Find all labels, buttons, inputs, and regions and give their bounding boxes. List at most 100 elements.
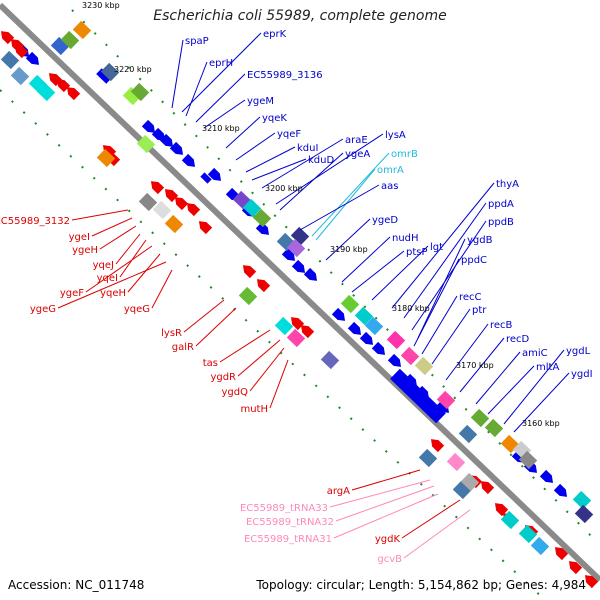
forward-gene-label: ygeD bbox=[372, 215, 398, 226]
gene-shape bbox=[290, 317, 305, 331]
gene-shape bbox=[56, 79, 71, 93]
feature-box bbox=[354, 306, 374, 326]
gene-shape bbox=[255, 221, 270, 235]
gene-arrow bbox=[494, 503, 509, 517]
feature-box bbox=[518, 450, 538, 470]
forward-gene-label: kduI bbox=[297, 143, 318, 154]
gene-shape bbox=[347, 321, 362, 335]
leader-line bbox=[127, 253, 161, 293]
gene-shape bbox=[568, 561, 583, 575]
gene-arrow bbox=[480, 481, 495, 495]
leader-line bbox=[171, 39, 184, 109]
feature-shape bbox=[414, 356, 434, 376]
leader-line bbox=[251, 158, 307, 181]
tick-label: 3180 kbp bbox=[392, 304, 430, 313]
leader-line bbox=[351, 469, 421, 491]
reverse-gene-label: ygeI bbox=[69, 232, 90, 243]
leader-line bbox=[183, 299, 225, 333]
gene-shape bbox=[554, 547, 569, 561]
forward-gene-label: ygdL bbox=[566, 346, 591, 357]
leader-line bbox=[403, 202, 487, 319]
feature-box bbox=[0, 50, 20, 70]
feature-shape bbox=[354, 306, 374, 326]
gene-shape bbox=[480, 481, 495, 495]
forward-gene-label: ppdA bbox=[488, 199, 514, 210]
gene-arrow bbox=[300, 325, 315, 339]
forward-gene-label: lgt bbox=[430, 242, 443, 253]
leader-line bbox=[311, 152, 390, 237]
leader-line bbox=[195, 73, 246, 123]
feature-box bbox=[60, 30, 80, 50]
gene-arrow bbox=[371, 341, 386, 355]
forward-gene-label: recD bbox=[506, 334, 530, 345]
reverse-gene-label: yqeI bbox=[97, 273, 118, 284]
forward-gene-label: spaP bbox=[185, 36, 209, 47]
gene-shape bbox=[281, 247, 296, 261]
leader-line bbox=[335, 485, 435, 522]
gene-arrow bbox=[387, 353, 402, 367]
map-title: Escherichia coli 55989, complete genome bbox=[153, 8, 447, 24]
forward-gene-label: ygdB bbox=[467, 235, 493, 246]
feature-box bbox=[122, 86, 142, 106]
leader-line bbox=[203, 99, 246, 129]
gene-shape bbox=[494, 503, 509, 517]
feature-shape bbox=[0, 50, 20, 70]
forward-gene-label: ygeM bbox=[247, 96, 274, 107]
feature-box bbox=[96, 68, 112, 84]
gene-arrow bbox=[568, 561, 583, 575]
gene-arrow bbox=[584, 575, 599, 589]
gene-shape bbox=[66, 87, 81, 101]
gene-arrow bbox=[359, 331, 374, 345]
leader-line bbox=[195, 307, 237, 347]
feature-box bbox=[390, 368, 446, 424]
leader-line bbox=[245, 146, 296, 173]
leader-line bbox=[421, 295, 458, 355]
tick-label: 3210 kbp bbox=[202, 124, 240, 133]
feature-box bbox=[530, 536, 550, 556]
forward-gene-label: ppdC bbox=[461, 255, 487, 266]
gene-arrow bbox=[347, 321, 362, 335]
feature-shape bbox=[138, 192, 158, 212]
feature-box bbox=[96, 148, 116, 168]
feature-box bbox=[72, 20, 92, 40]
gene-shape bbox=[242, 265, 257, 279]
feature-box bbox=[164, 214, 184, 234]
gene-arrow bbox=[56, 79, 71, 93]
gene-shape bbox=[186, 203, 201, 217]
leader-line bbox=[475, 351, 521, 405]
leader-line bbox=[57, 261, 167, 309]
gene-shape bbox=[331, 307, 346, 321]
feature-shape bbox=[242, 198, 262, 218]
feature-box bbox=[470, 408, 490, 428]
tick-label: 3200 kbp bbox=[265, 184, 303, 193]
forward-gene-label: ppdB bbox=[488, 217, 514, 228]
leader-line bbox=[275, 133, 384, 205]
feature-shape bbox=[572, 490, 592, 510]
feature-shape bbox=[286, 328, 306, 348]
leader-line bbox=[459, 337, 505, 393]
leader-line bbox=[249, 347, 285, 392]
leader-line bbox=[413, 258, 460, 347]
leader-line bbox=[333, 493, 439, 539]
gene-arrow bbox=[291, 259, 306, 273]
feature-shape bbox=[484, 418, 504, 438]
gene-shape bbox=[14, 45, 29, 59]
gene-shape bbox=[387, 353, 402, 367]
gene-shape bbox=[164, 189, 179, 203]
feature-box bbox=[136, 134, 156, 154]
feature-shape bbox=[122, 86, 142, 106]
gene-shape bbox=[539, 469, 554, 483]
feature-shape bbox=[518, 450, 538, 470]
leader-line bbox=[185, 61, 208, 117]
reverse-gene-label: ygeG bbox=[30, 304, 56, 315]
forward-gene-label: EC55989_3136 bbox=[247, 70, 323, 81]
reverse-gene-label: ygeH bbox=[72, 245, 98, 256]
gene-shape bbox=[300, 325, 315, 339]
gene-shape bbox=[430, 439, 445, 453]
leader-line bbox=[225, 116, 261, 149]
accession-label: Accession: NC_011748 bbox=[8, 578, 145, 592]
feature-box bbox=[572, 490, 592, 510]
feature-box bbox=[286, 238, 306, 258]
feature-shape bbox=[252, 208, 272, 228]
